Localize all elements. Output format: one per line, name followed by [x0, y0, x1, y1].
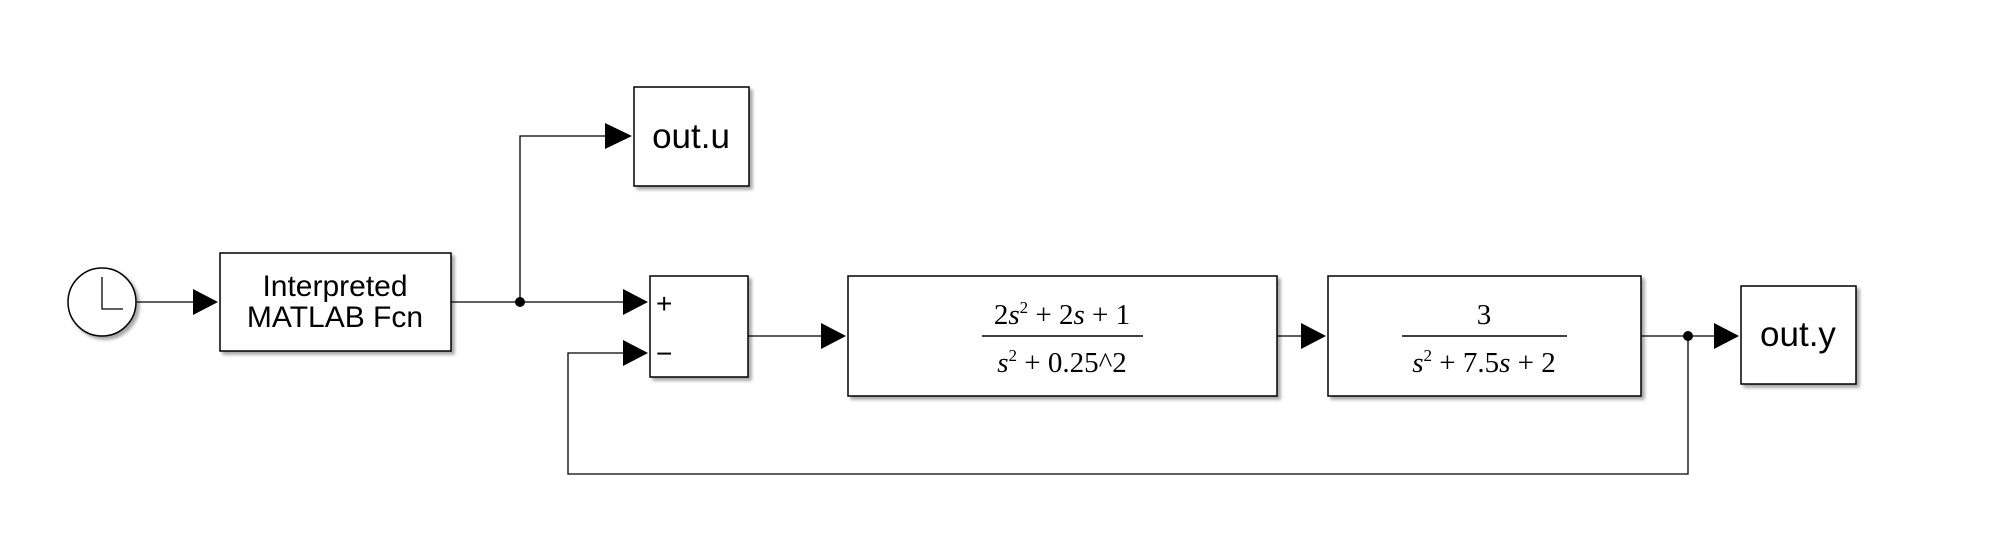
arrow-into-sum-minus — [623, 340, 648, 366]
sum-minus-sign: − — [656, 338, 672, 369]
out-y-box — [1740, 285, 1857, 385]
sum-plus-sign: + — [656, 288, 672, 319]
branch-point-u — [515, 297, 525, 307]
arrow-into-out-u — [605, 123, 632, 149]
branch-to-out-u-line[interactable] — [519, 135, 610, 302]
interpreted-matlab-fcn-box — [219, 252, 452, 352]
signal-lines — [137, 135, 1719, 475]
tf1-denominator: s2 + 0.25^2 — [997, 346, 1127, 379]
clock-block[interactable] — [67, 267, 137, 337]
arrow-into-fcn — [193, 289, 218, 315]
tf2-numerator: 3 — [1477, 299, 1492, 331]
interpreted-fcn-label-line1: Interpreted — [262, 270, 407, 303]
sum-block[interactable]: + − — [649, 275, 749, 378]
out-u-box — [633, 86, 750, 187]
out-u-label: out.u — [652, 117, 730, 156]
interpreted-fcn-label-line2: MATLAB Fcn — [247, 301, 423, 334]
arrow-into-tf1 — [821, 323, 846, 349]
out-u-block[interactable]: out.u — [633, 86, 750, 187]
interpreted-matlab-fcn-block[interactable]: Interpreted MATLAB Fcn — [219, 252, 452, 352]
out-y-block[interactable]: out.y — [1740, 285, 1857, 385]
transfer-fcn-2-block[interactable]: 3 s2 + 7.5s + 2 — [1327, 275, 1642, 397]
tf1-numerator: 2s2 + 2s + 1 — [994, 298, 1130, 331]
feedback-line[interactable] — [567, 336, 1689, 475]
arrow-into-sum-plus — [623, 289, 648, 315]
sum-box — [649, 275, 749, 378]
tf2-denominator: s2 + 7.5s + 2 — [1412, 346, 1556, 379]
transfer-fcn-1-block[interactable]: 2s2 + 2s + 1 s2 + 0.25^2 — [847, 275, 1278, 397]
branch-point-y — [1683, 331, 1693, 341]
clock-hands — [101, 277, 123, 310]
arrowheads — [193, 123, 1739, 366]
out-y-label: out.y — [1760, 315, 1836, 354]
arrow-into-out-y — [1714, 323, 1739, 349]
arrow-into-tf2 — [1301, 323, 1326, 349]
